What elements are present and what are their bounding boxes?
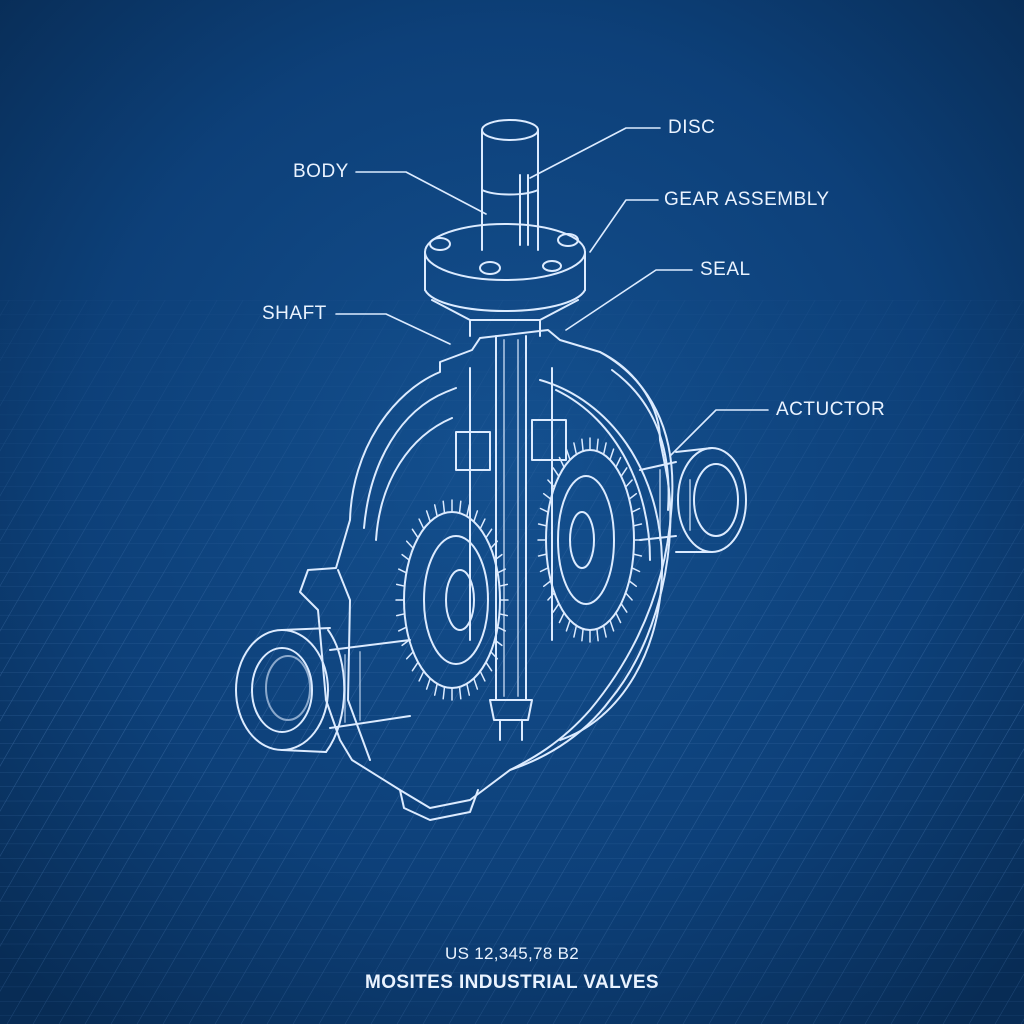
gear-tooth xyxy=(395,613,406,617)
gear-tooth xyxy=(498,583,509,587)
gear-tooth xyxy=(539,567,549,573)
gear-tooth xyxy=(547,592,556,601)
label-shaft: SHAFT xyxy=(262,303,327,324)
leader-disc xyxy=(529,127,661,179)
gear-tooth xyxy=(397,626,408,632)
gear-tooth xyxy=(485,661,493,672)
gear-tooth xyxy=(631,507,641,513)
gear-tooth xyxy=(405,650,414,660)
gear-tooth xyxy=(581,438,584,452)
gear-tooth xyxy=(479,670,486,682)
gear-tooth xyxy=(620,467,628,478)
gear-tooth xyxy=(490,650,499,660)
gear-tooth xyxy=(479,518,486,530)
gear-tooth xyxy=(458,686,462,700)
gear-tooth xyxy=(537,553,548,557)
gear-tooth xyxy=(602,624,607,638)
gear-tooth xyxy=(395,583,406,587)
label-actuator: ACTUCTOR xyxy=(776,399,886,420)
gear-tooth xyxy=(537,523,548,527)
leader-gear-assembly xyxy=(589,199,659,253)
gear-tooth xyxy=(573,624,578,638)
gear-tooth xyxy=(458,500,462,514)
gear-tooth xyxy=(624,479,633,488)
gear-tooth xyxy=(485,528,493,539)
gear-tooth xyxy=(401,639,410,647)
gear-tooth xyxy=(632,553,643,557)
top-flange xyxy=(424,223,586,337)
leader-shaft xyxy=(335,313,451,345)
gear-tooth xyxy=(425,677,431,690)
valve-body xyxy=(299,329,674,821)
callout-leaders xyxy=(335,127,769,457)
gear-tooth xyxy=(442,500,446,514)
gear-tooth xyxy=(552,467,560,478)
gear-tooth xyxy=(490,540,499,550)
perspective-grid xyxy=(0,300,1024,1024)
gear-tooth xyxy=(433,504,438,518)
gear-tooth xyxy=(581,628,584,642)
leader-body xyxy=(355,171,487,215)
gear-tooth xyxy=(602,442,607,456)
gear-tooth xyxy=(433,682,438,696)
gear-tooth xyxy=(401,553,410,561)
left-pipe-port xyxy=(235,627,411,753)
gear-tooth xyxy=(573,442,578,456)
left-gear-teeth xyxy=(395,499,509,701)
gear-tooth xyxy=(565,448,571,461)
gear-tooth xyxy=(494,553,503,561)
gear-tooth xyxy=(596,438,599,452)
gear-tooth xyxy=(418,518,425,530)
gear-tooth xyxy=(466,682,471,696)
gear-tooth xyxy=(558,612,565,624)
gear-tooth xyxy=(442,686,446,700)
gear-tooth xyxy=(615,612,622,624)
right-gear-teeth xyxy=(537,437,643,643)
gear-tooth xyxy=(596,628,599,642)
gear-tooth xyxy=(496,626,507,632)
label-seal: SEAL xyxy=(700,259,751,280)
gear-tooth xyxy=(473,677,479,690)
gear-tooth xyxy=(498,613,509,617)
gear-tooth xyxy=(565,619,571,632)
gear-tooth xyxy=(542,580,552,588)
label-gear-assembly: GEAR ASSEMBLY xyxy=(664,189,830,210)
leader-actuator xyxy=(669,409,769,457)
patent-number: US 12,345,78 B2 xyxy=(445,944,579,963)
gear-tooth xyxy=(425,510,431,523)
gear-tooth xyxy=(542,492,552,500)
gear-tooth xyxy=(620,602,628,613)
gear-tooth xyxy=(615,456,622,468)
label-body: BODY xyxy=(293,161,349,182)
gear-tooth xyxy=(539,507,549,513)
gear-tooth xyxy=(496,568,507,574)
gear-tooth xyxy=(558,456,565,468)
gear-tooth xyxy=(494,639,503,647)
gear-tooth xyxy=(411,528,419,539)
gear-tooth xyxy=(411,661,419,672)
leader-seal xyxy=(565,269,693,331)
gear-tooth xyxy=(397,568,408,574)
label-disc: DISC xyxy=(668,117,716,138)
gear-tooth xyxy=(624,592,633,601)
gear-tooth xyxy=(418,670,425,682)
gear-tooth xyxy=(628,580,638,588)
gear-tooth xyxy=(609,619,615,632)
company-name: MOSITES INDUSTRIAL VALVES xyxy=(365,972,659,993)
stem xyxy=(481,119,539,251)
gear-tooth xyxy=(632,523,643,527)
gear-tooth xyxy=(547,479,556,488)
gear-tooth xyxy=(473,510,479,523)
gear-tooth xyxy=(609,448,615,461)
gear-tooth xyxy=(628,492,638,500)
gear-tooth xyxy=(552,602,560,613)
gear-tooth xyxy=(405,540,414,550)
gear-tooth xyxy=(466,504,471,518)
gear-tooth xyxy=(631,567,641,573)
valve-disc xyxy=(539,379,664,741)
